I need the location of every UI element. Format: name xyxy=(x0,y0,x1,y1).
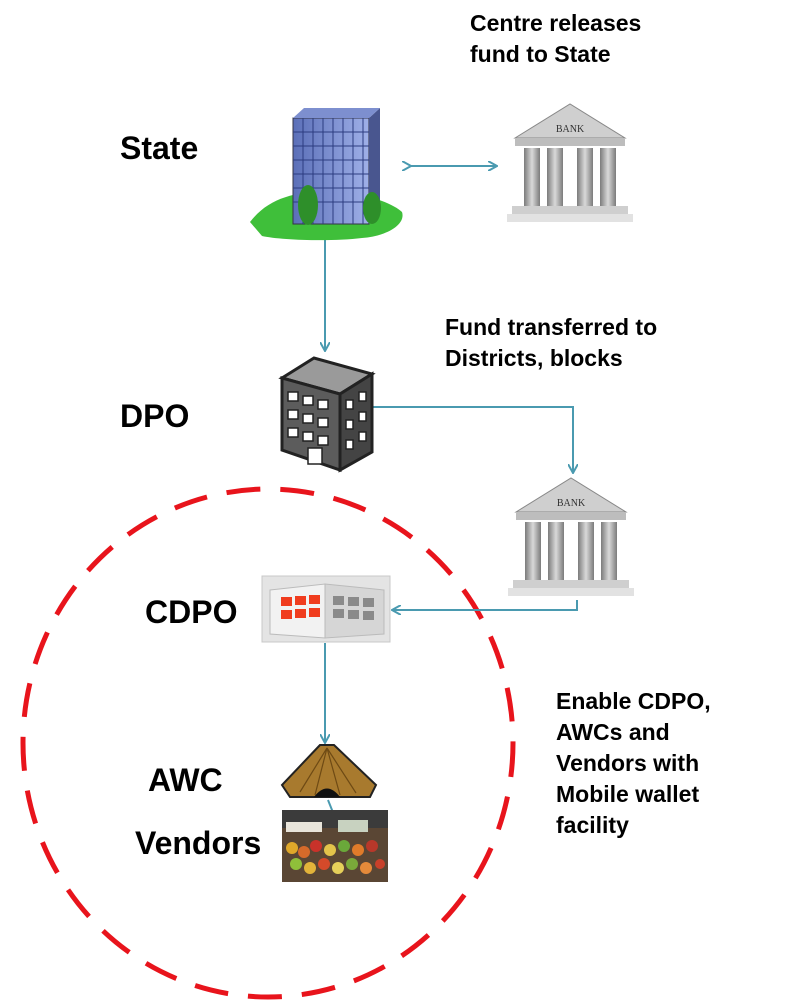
node-dpo: DPO xyxy=(120,398,190,434)
arrow-awc-vendors xyxy=(325,800,340,808)
awc-hut-icon xyxy=(280,744,378,798)
note-centre-release: Centre releases fund to State xyxy=(470,10,642,67)
node-state: State xyxy=(120,130,199,166)
node-vendors: Vendors xyxy=(135,825,262,861)
vendors-market-icon xyxy=(282,810,388,882)
bank-icon-mid: BANK xyxy=(508,477,634,596)
cdpo-building-icon xyxy=(261,575,391,643)
node-cdpo: CDPO xyxy=(145,594,238,630)
scope-circle xyxy=(20,486,516,1000)
bank-icon-top: BANK xyxy=(507,103,633,222)
arrow-bank-cdpo xyxy=(393,600,578,610)
state-building-icon xyxy=(250,108,403,241)
node-awc: AWC xyxy=(148,762,223,798)
dpo-office-icon xyxy=(278,356,376,473)
note-fund-transfer: Fund transferred to Districts, blocks xyxy=(445,314,658,371)
bank-top-sign: BANK xyxy=(556,124,585,135)
arrow-dpo-bank xyxy=(373,406,573,472)
bank-mid-sign: BANK xyxy=(557,498,586,509)
note-mobile-wallet: Enable CDPO, AWCs and Vendors with Mobil… xyxy=(556,688,711,838)
